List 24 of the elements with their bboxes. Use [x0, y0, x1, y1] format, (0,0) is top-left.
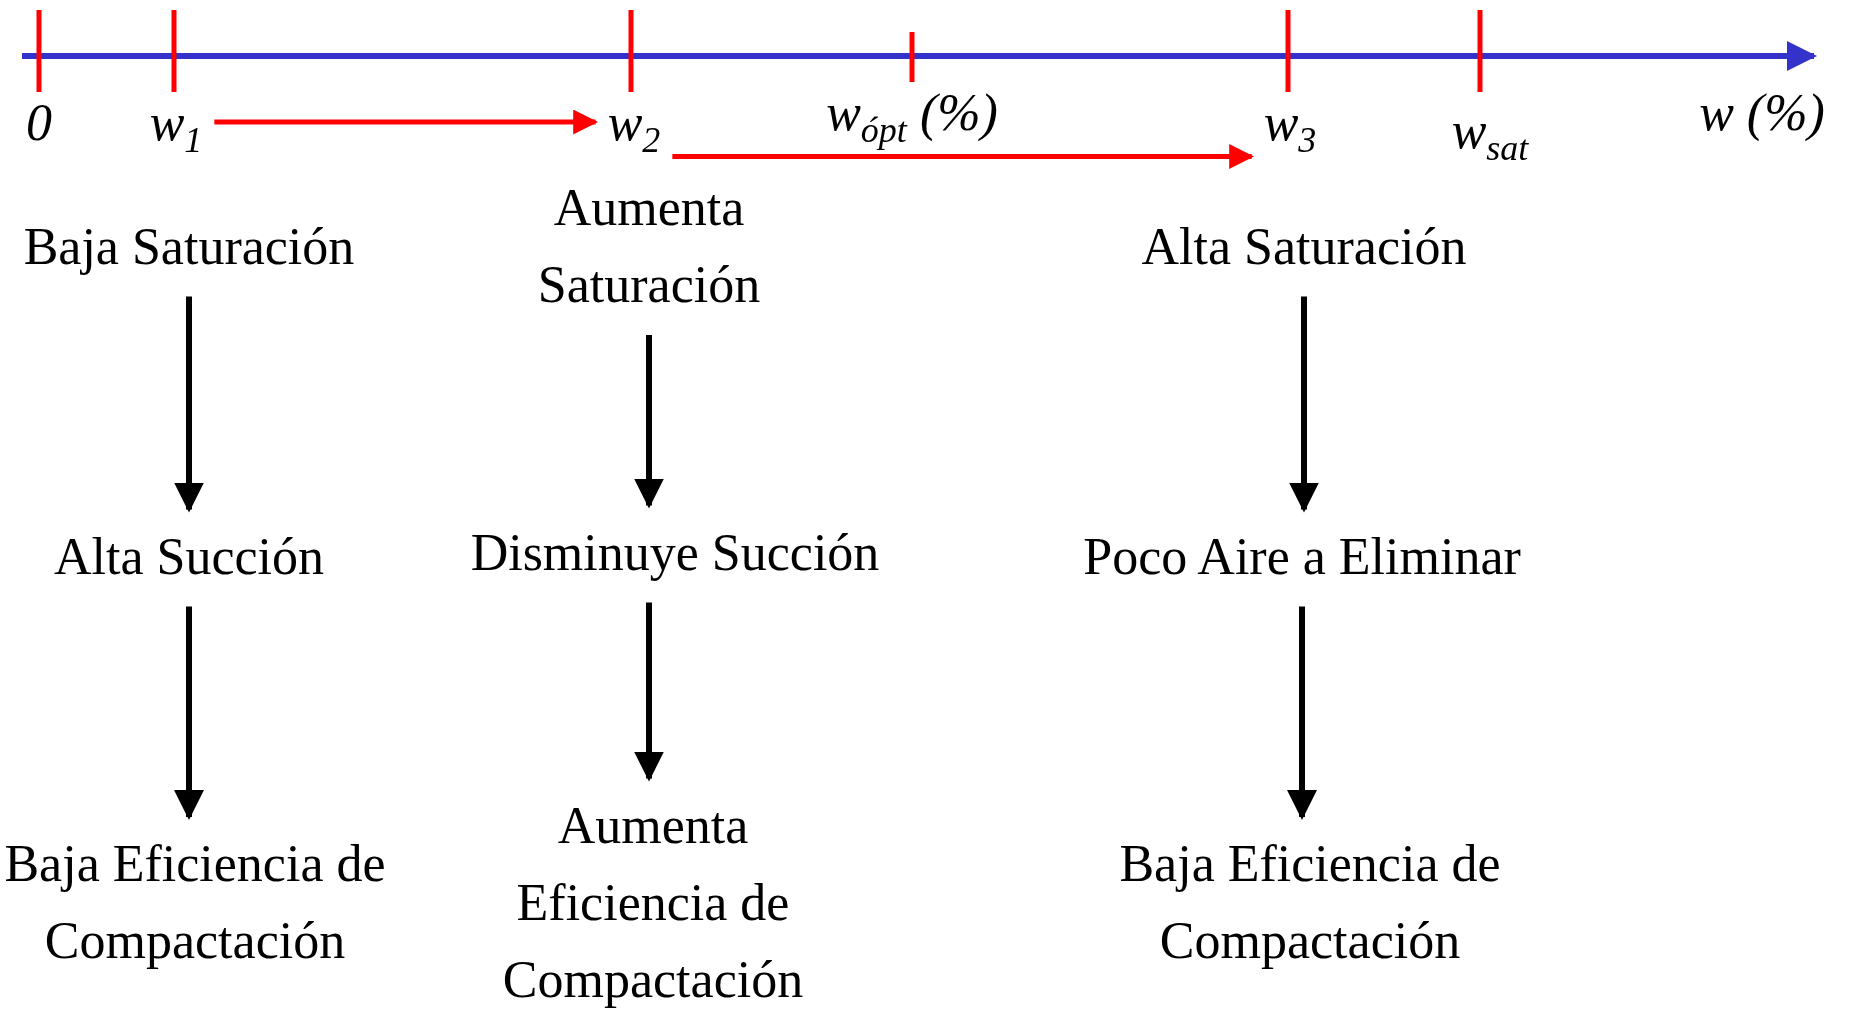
result-text: Baja Eficiencia de Compactación	[1110, 825, 1510, 979]
arrow	[634, 602, 664, 782]
effect-text: Alta Succión	[53, 517, 325, 595]
arrow	[634, 335, 664, 509]
state-text: Baja Saturación	[19, 207, 359, 285]
axis-value-label: w$_{ópt}$ (%)	[826, 82, 998, 151]
axis-value-label: w$_{sat}$	[1451, 100, 1529, 169]
arrow	[1287, 606, 1317, 820]
result-text: Baja Eficiencia de Compactación	[0, 825, 395, 979]
axis-origin-label: 0	[26, 92, 52, 153]
arrow	[1289, 296, 1319, 513]
state-text: Aumenta Saturación	[479, 169, 819, 323]
arrow	[672, 144, 1255, 169]
arrow	[174, 606, 204, 820]
axis-title: w (%)	[1699, 82, 1825, 143]
state-text: Alta Saturación	[1134, 207, 1474, 285]
arrow	[214, 109, 599, 135]
effect-text: Disminuye Succión	[470, 513, 880, 591]
effect-text: Poco Aire a Eliminar	[1083, 517, 1521, 595]
result-text: Aumenta Eficiencia de Compactación	[453, 786, 853, 1012]
axis-value-label: w$_{2}$	[607, 83, 661, 161]
arrow	[174, 296, 204, 513]
axis-value-label: w$_{3}$	[1263, 83, 1317, 161]
axis-value-label: w$_{1}$	[149, 83, 203, 161]
